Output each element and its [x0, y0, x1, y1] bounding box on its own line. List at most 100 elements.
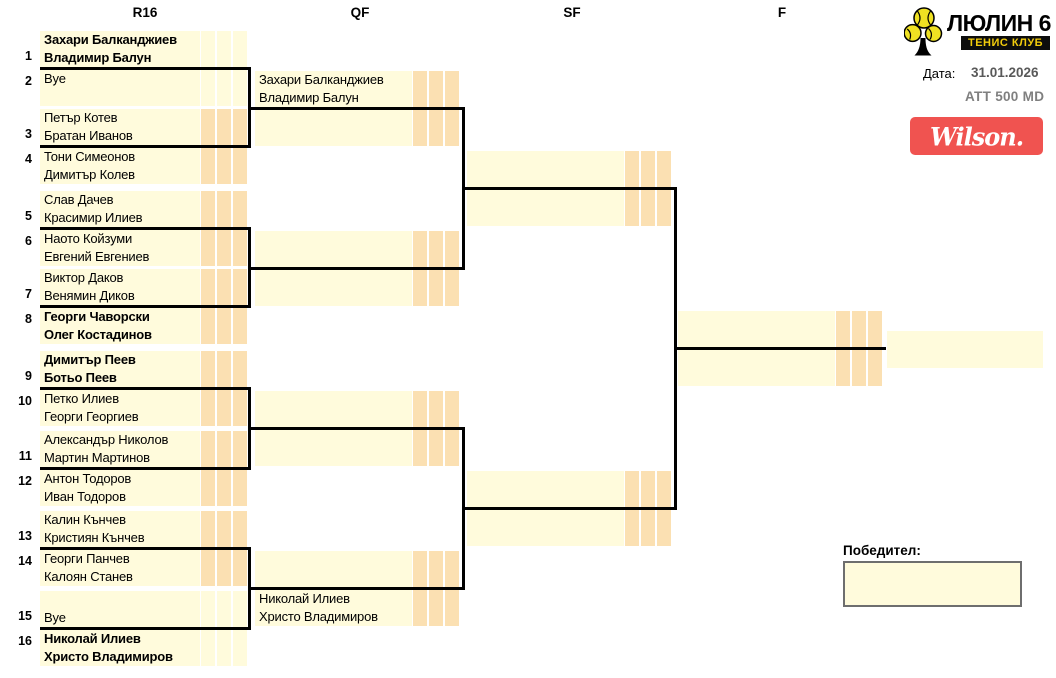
score-box [201, 109, 215, 145]
score-box [233, 31, 247, 67]
team-names [467, 471, 624, 489]
team-names [678, 329, 835, 347]
score-box [233, 630, 247, 666]
score-box [657, 471, 671, 507]
score-box [217, 630, 231, 666]
team-names: Тони Симеонов [44, 149, 135, 164]
score-box [233, 351, 247, 387]
team-names: Георги Панчев [44, 551, 130, 566]
match-line [248, 267, 465, 270]
team-names [255, 128, 412, 146]
team-names: Братан Иванов [44, 128, 133, 143]
seed-number: 5 [25, 209, 32, 223]
score-box [852, 350, 866, 386]
team-names: Захари Балканджиев [259, 72, 384, 87]
date-value: 31.01.2026 [971, 65, 1039, 80]
score-box [625, 190, 639, 226]
seed-number: 12 [18, 474, 32, 488]
team-names: Димитър Колев [44, 167, 135, 182]
round-header-qf: QF [350, 5, 370, 20]
score-box [429, 391, 443, 427]
team-names: Виктор Даков [44, 270, 124, 285]
score-box [201, 191, 215, 227]
round-header-f: F [777, 5, 787, 20]
score-box [429, 551, 443, 587]
team-names: Георги Чаворски [44, 309, 150, 324]
score-box [233, 191, 247, 227]
match-line [40, 227, 251, 230]
team-names [467, 190, 624, 208]
score-box [429, 110, 443, 146]
team-names: Мартин Мартинов [44, 450, 150, 465]
wilson-logo-text: Wilson. [929, 120, 1024, 152]
score-box [625, 151, 639, 187]
seed-number: 7 [25, 287, 32, 301]
score-box [413, 590, 427, 626]
team-names [467, 208, 624, 226]
score-box [233, 431, 247, 467]
team-names: Владимир Балун [259, 90, 359, 105]
team-names: Слав Дачев [44, 192, 114, 207]
seed-number: 13 [18, 529, 32, 543]
score-box [201, 591, 215, 627]
score-box [445, 430, 459, 466]
score-box [429, 430, 443, 466]
score-box [217, 31, 231, 67]
r16-entry: Bye [40, 70, 200, 106]
team-names [255, 409, 412, 427]
team-names: Христо Владимиров [44, 649, 173, 664]
team-names: Георги Георгиев [44, 409, 139, 424]
sf-slot [467, 190, 624, 226]
score-box [217, 591, 231, 627]
score-box [233, 470, 247, 506]
team-names: Калоян Станев [44, 569, 133, 584]
seed-number: 8 [25, 312, 32, 326]
team-names [467, 510, 624, 528]
score-box [217, 351, 231, 387]
seed-number: 10 [18, 394, 32, 408]
team-names: Венямин Диков [44, 288, 135, 303]
score-box [429, 71, 443, 107]
score-box [413, 110, 427, 146]
score-box [429, 270, 443, 306]
team-names [255, 448, 412, 466]
score-box [233, 148, 247, 184]
team-names: Александър Николов [44, 432, 169, 447]
score-box [413, 231, 427, 267]
f-slot [678, 311, 835, 347]
team-names: Антон Тодоров [44, 471, 132, 486]
club-name: ЛЮЛИН 6 [947, 10, 1051, 36]
winner-label: Победител: [843, 543, 921, 558]
team-names [255, 249, 412, 267]
score-box [657, 151, 671, 187]
score-box [641, 190, 655, 226]
score-box [868, 350, 882, 386]
score-box [233, 550, 247, 586]
team-names [255, 288, 412, 306]
score-box [233, 230, 247, 266]
match-line [40, 627, 251, 630]
score-box [233, 390, 247, 426]
team-names [255, 110, 412, 128]
score-box [217, 191, 231, 227]
score-box [445, 231, 459, 267]
club-badge: ТЕНИС КЛУБ [961, 36, 1051, 50]
wilson-logo: Wilson. [910, 117, 1043, 155]
score-box [201, 630, 215, 666]
score-box [836, 350, 850, 386]
tournament-tier: ATT 500 MD [965, 89, 1045, 104]
round-header-sf: SF [563, 5, 581, 20]
score-box [217, 431, 231, 467]
team-names: Петър Котев [44, 110, 118, 125]
sf-slot [467, 471, 624, 507]
score-box [217, 109, 231, 145]
score-box [641, 471, 655, 507]
match-line [462, 187, 677, 190]
score-box [217, 470, 231, 506]
